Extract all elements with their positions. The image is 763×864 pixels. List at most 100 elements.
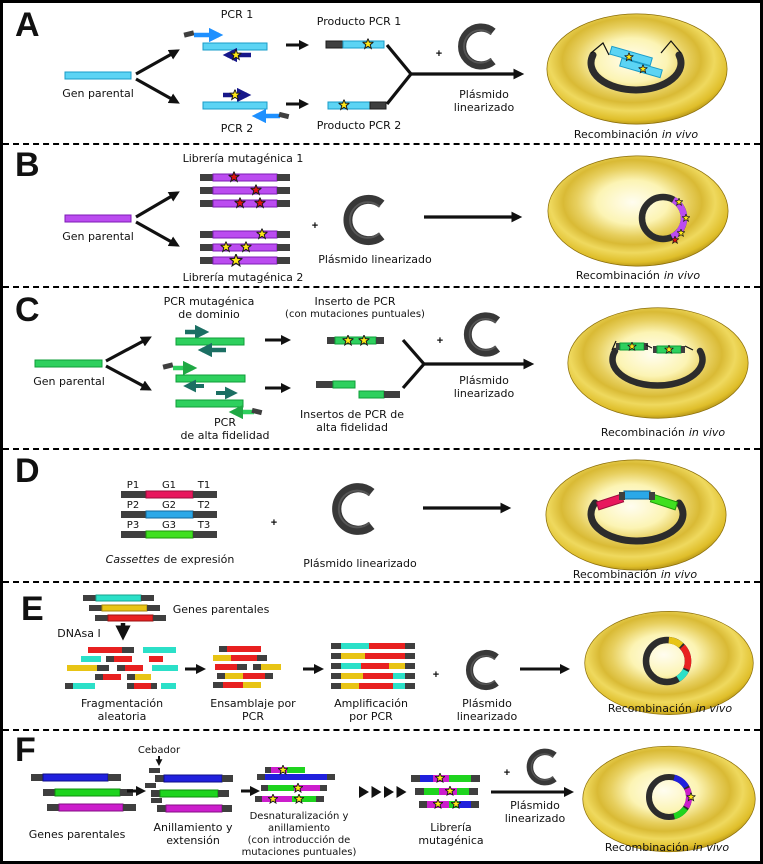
plus-sign: + [271,517,277,529]
panel-e: E Genes parentales DNAsa I Fragmentación… [3,583,760,731]
fork-arrows [135,191,180,247]
product-pcr1: Producto PCR 1 [317,15,401,49]
parental-gene: Gen parental [62,214,134,243]
anillamiento-label2: extensión [166,834,220,847]
plasmido-label2: linearizado [457,710,518,723]
library1-label: Librería mutagénica 1 [183,152,304,165]
inserto-label2: (con mutaciones puntuales) [285,309,425,320]
panel-b-diagram: B Gen parental Librería mutagénica 1 [15,146,729,284]
plasmido-label: Plásmido [462,697,512,710]
insertos-label2: alta fidelidad [316,421,388,434]
plasmido-label2: linearizado [454,101,515,114]
parental-genes [83,594,166,622]
linearized-plasmid-icon [468,316,498,352]
t1-label: T1 [197,480,210,491]
random-fragments [65,647,178,689]
genes-parentales-label: Genes parentales [173,603,270,616]
p2-label: P2 [127,500,139,511]
pcr-mutagenica-label: PCR mutagénica [164,295,255,308]
cell-graphic [546,13,728,125]
plasmido-label: Plásmido [459,374,509,387]
mutagenic-library [411,773,480,809]
panel-letter: E [21,590,44,628]
desnaturalizacion-label: Desnaturalización y [250,810,349,822]
mutagenic-library-1 [200,171,290,208]
expression-cassettes: P1 G1 T1 P2 G2 T2 P3 G3 T3 [121,480,217,539]
chevron-arrows [359,786,407,798]
annealing-extension-group [145,768,233,813]
fork-arrows [135,49,180,104]
linearized-plasmid-icon [348,199,382,240]
panel-letter: D [15,452,40,490]
linearized-plasmid-icon [470,654,497,687]
producto-pcr2-label: Producto PCR 2 [317,119,401,132]
plus-sign: + [312,220,318,232]
anillamiento-label: Anillamiento y [154,821,233,834]
plasmido-label2: linearizado [505,812,566,825]
g1-label: G1 [162,480,176,491]
high-fidelity-inserts [316,380,400,399]
linearized-plasmid-icon [337,488,372,531]
plasmido-label: Plásmido [510,799,560,812]
linearized-plasmid-icon [462,28,493,66]
panel-letter: F [15,731,36,769]
inserto-label: Inserto de PCR [315,295,396,308]
plasmido-label: Plásmido [459,88,509,101]
plasmido-label: Plásmido linearizado [318,253,432,266]
panel-letter: A [15,6,40,44]
t2-label: T2 [197,500,210,511]
high-fidelity-pcr-group [162,360,263,420]
pcr1-label: PCR 1 [221,8,253,21]
join-arrow [385,43,525,105]
gen-parental-label: Gen parental [62,87,134,100]
join-arrow [401,338,535,390]
panel-letter: B [15,146,40,184]
panel-c-diagram: C Gen parental PCR mutagénica de dominio… [15,291,749,442]
cell-graphic [567,307,749,419]
genes-parentales-label: Genes parentales [29,828,126,841]
parental-gene: Gen parental [62,71,134,100]
ensamblaje-label2: PCR [242,710,264,723]
pcr-mutagenica-label2: de dominio [178,308,240,321]
pcr-assembly [213,646,281,688]
parental-genes [31,773,136,812]
fork-arrows [105,336,152,391]
ensamblaje-label: Ensamblaje por [210,697,296,710]
panel-c: C Gen parental PCR mutagénica de dominio… [3,288,760,450]
pcr-insert [327,335,384,346]
product-pcr2: Producto PCR 2 [317,99,401,132]
panel-f: F Genes parentales Cebador Anillamiento … [3,731,760,861]
dnasa-label: DNAsa I [57,627,100,640]
libreria-label2: mutagénica [418,834,483,847]
desnaturalizacion-label4: mutaciones puntuales) [242,847,357,858]
gen-parental-label: Gen parental [33,375,105,388]
parental-gene: Gen parental [33,359,105,388]
plus-sign: + [436,48,442,60]
t3-label: T3 [197,520,210,531]
pcr-amplification [331,643,415,689]
cell-graphic [545,459,727,571]
gen-parental-label: Gen parental [62,230,134,243]
star-icon [230,49,242,60]
libreria-label: Librería [430,821,472,834]
panel-b: B Gen parental Librería mutagénica 1 [3,145,760,288]
panel-a: A Gen parental PCR 1 Producto PCR 1 [3,3,760,145]
panel-f-diagram: F Genes parentales Cebador Anillamiento … [15,731,756,858]
desnaturalizacion-label3: (con introducción de [248,834,351,846]
cell-graphic [584,610,754,716]
amplificacion-label2: por PCR [349,710,393,723]
p3-label: P3 [127,520,139,531]
plasmido-label: Plásmido linearizado [303,557,417,570]
pcr1-group: PCR 1 [183,8,268,63]
fragmentacion-label2: aleatoria [98,710,147,723]
pcr2-group: PCR 2 [202,87,290,135]
g3-label: G3 [162,520,176,531]
cell-graphic [547,155,729,267]
